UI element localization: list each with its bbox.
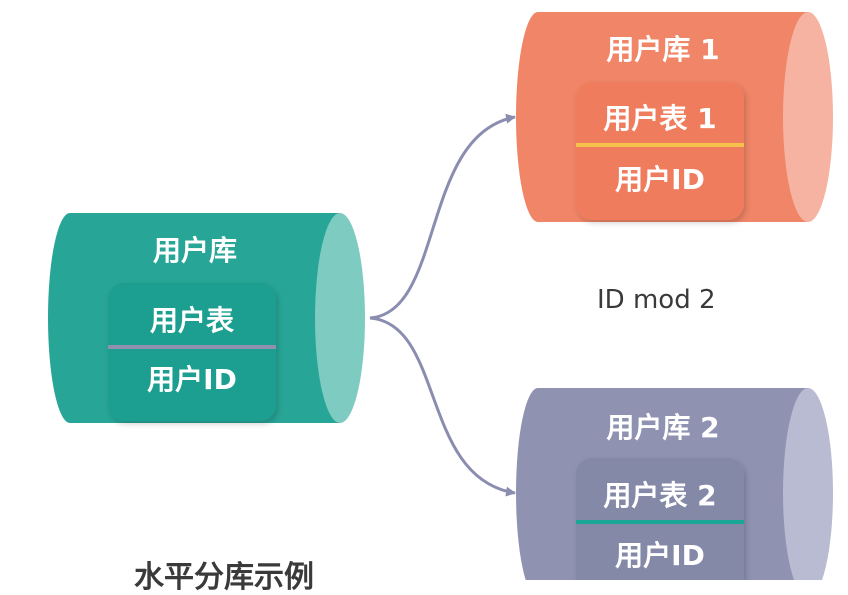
source-table-name: 用户表: [149, 304, 234, 337]
shard1-table-name: 用户表 1: [603, 102, 717, 135]
arrow-to-shard1: [369, 113, 516, 320]
shard1-table-card: [576, 82, 744, 220]
source-table-divider: [108, 345, 276, 349]
shard1-table-divider: [576, 143, 744, 147]
source-db-end: [315, 213, 365, 423]
shard2-db-end: [783, 388, 833, 580]
source-db-name: 用户库: [152, 234, 237, 267]
shard2-table-card: [576, 458, 744, 580]
shard2-db-name: 用户库 2: [606, 411, 720, 444]
shard2-table-divider: [576, 520, 744, 524]
arrow-to-shard2: [369, 316, 516, 497]
source-table-card: [108, 283, 276, 421]
shard1-db-name: 用户库 1: [606, 33, 720, 66]
shard2-field-name: 用户ID: [615, 539, 705, 572]
diagram-canvas: [48, 12, 833, 580]
sharding-rule-label: ID mod 2: [597, 285, 716, 315]
shard2-table-name: 用户表 2: [603, 479, 717, 512]
source-field-name: 用户ID: [147, 363, 237, 396]
shard1-db-end: [783, 12, 833, 222]
diagram-caption: 水平分库示例: [134, 560, 314, 595]
shard1-field-name: 用户ID: [615, 163, 705, 196]
